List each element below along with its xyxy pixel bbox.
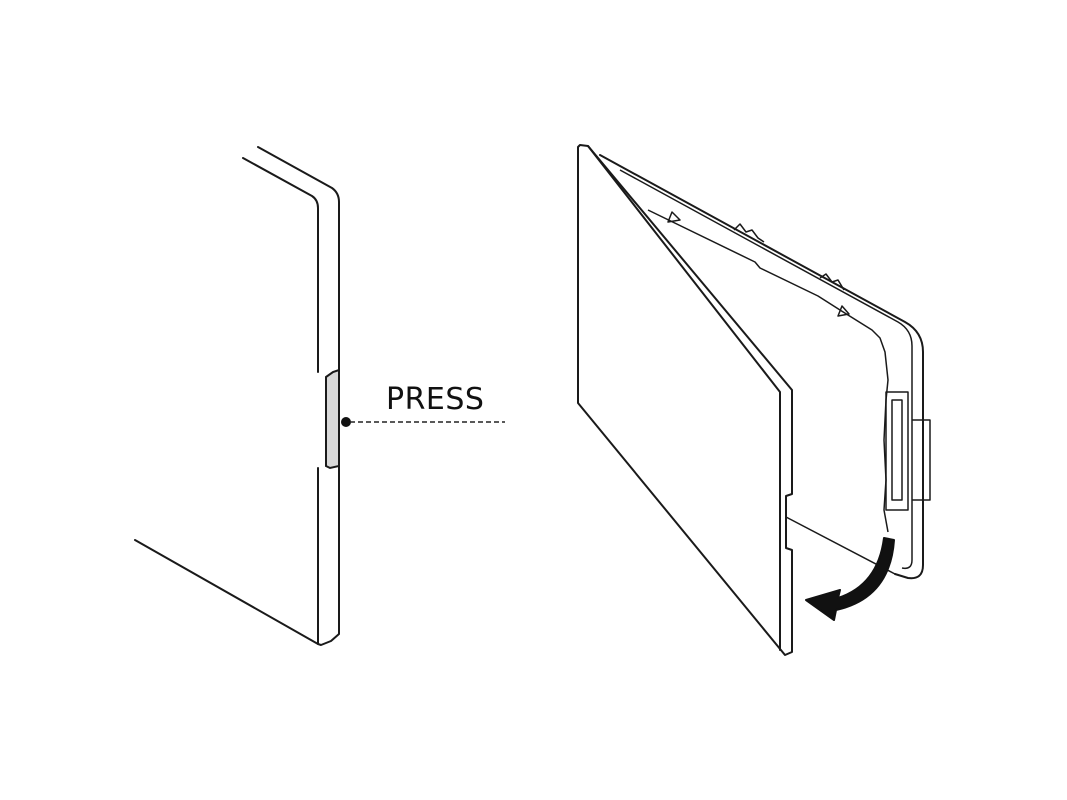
front-panel	[577, 144, 793, 656]
press-callout	[341, 417, 505, 427]
device-inner-edge	[242, 157, 319, 373]
device-outer-edge	[257, 146, 340, 371]
side-tab	[912, 419, 931, 501]
closed-device	[134, 146, 340, 646]
opened-device	[577, 144, 931, 656]
device-bottom-edge	[134, 465, 340, 646]
back-frame-outer	[599, 154, 924, 580]
latch-marker-1	[667, 211, 681, 223]
back-frame-rim	[619, 169, 913, 570]
latch-marker-2	[837, 305, 850, 317]
connector-slot	[885, 391, 909, 511]
front-panel-edge	[587, 145, 781, 651]
clip-tab-2	[819, 273, 845, 291]
clip-tab-1	[733, 223, 765, 243]
open-direction-arrow-icon	[805, 537, 895, 621]
connector-pins	[891, 399, 903, 501]
press-label: PRESS	[386, 382, 485, 417]
back-frame-inner-edge	[647, 209, 889, 533]
callout-dot	[341, 417, 351, 427]
release-button	[325, 368, 340, 470]
